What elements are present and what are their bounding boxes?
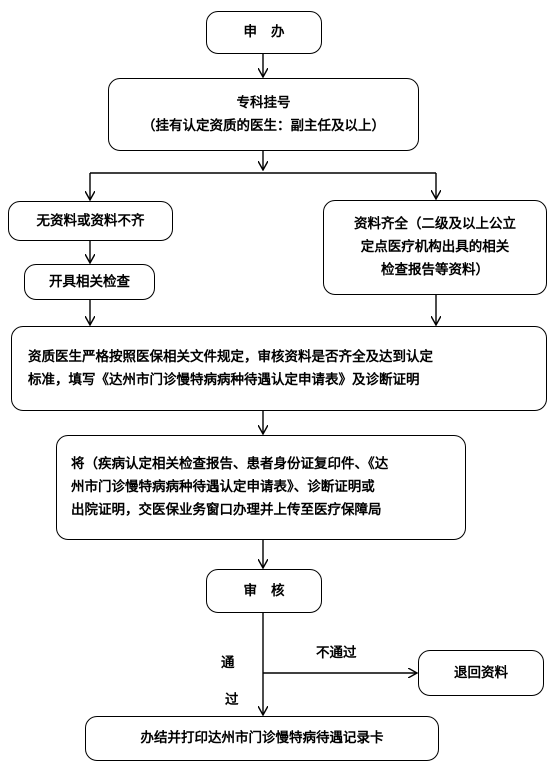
submit-line-2: 州市门诊慢特病病种待遇认定申请表》、诊断证明或: [71, 479, 375, 495]
submit-box: 将（疾病认定相关检查报告、患者身份证复印件、《达 州市门诊慢特病病种待遇认定申请…: [56, 435, 466, 540]
complete-line-3: 检查报告等资料）: [381, 262, 489, 278]
complete-line-1: 资料齐全（二级及以上公立: [354, 216, 516, 232]
return-docs-text: 退回资料: [454, 664, 508, 681]
audit-box: 审核: [206, 569, 322, 613]
doctor-review-line-2: 标准，填写《达州市门诊慢特病病种待遇认定申请表》及诊断证明: [28, 371, 420, 388]
doctor-review-line-1: 资质医生严格按照医保相关文件规定，审核资料是否齐全及达到认定: [28, 348, 433, 365]
pass-label-1: 通: [221, 655, 235, 671]
apply-text: 申办: [243, 24, 299, 40]
issue-tests-box: 开具相关检查: [24, 264, 155, 300]
doctor-review-box: 资质医生严格按照医保相关文件规定，审核资料是否齐全及达到认定 标准，填写《达州市…: [11, 326, 547, 411]
pass-label-2: 过: [225, 692, 239, 708]
fail-label: 不通过: [316, 645, 357, 661]
finish-text: 办结并打印达州市门诊慢特病待遇记录卡: [140, 730, 384, 746]
specialist-box: 专科挂号 （挂有认定资质的医生：副主任及以上）: [108, 78, 419, 151]
submit-line-1: 将（疾病认定相关检查报告、患者身份证复印件、《达: [71, 456, 389, 472]
specialist-subtitle: （挂有认定资质的医生：副主任及以上）: [142, 117, 385, 134]
incomplete-box: 无资料或资料不齐: [8, 201, 173, 241]
issue-tests-text: 开具相关检查: [49, 273, 130, 290]
complete-line-2: 定点医疗机构出具的相关: [360, 239, 510, 255]
submit-line-3: 出院证明，交医保业务窗口办理并上传至医疗保障局: [71, 502, 382, 518]
audit-text: 审核: [243, 582, 299, 599]
return-docs-box: 退回资料: [418, 650, 544, 696]
specialist-title: 专科挂号: [236, 94, 291, 111]
apply-box: 申办: [206, 11, 322, 54]
complete-box: 资料齐全（二级及以上公立 定点医疗机构出具的相关 检查报告等资料）: [323, 200, 547, 295]
finish-box: 办结并打印达州市门诊慢特病待遇记录卡: [85, 716, 439, 761]
incomplete-text: 无资料或资料不齐: [36, 212, 145, 229]
